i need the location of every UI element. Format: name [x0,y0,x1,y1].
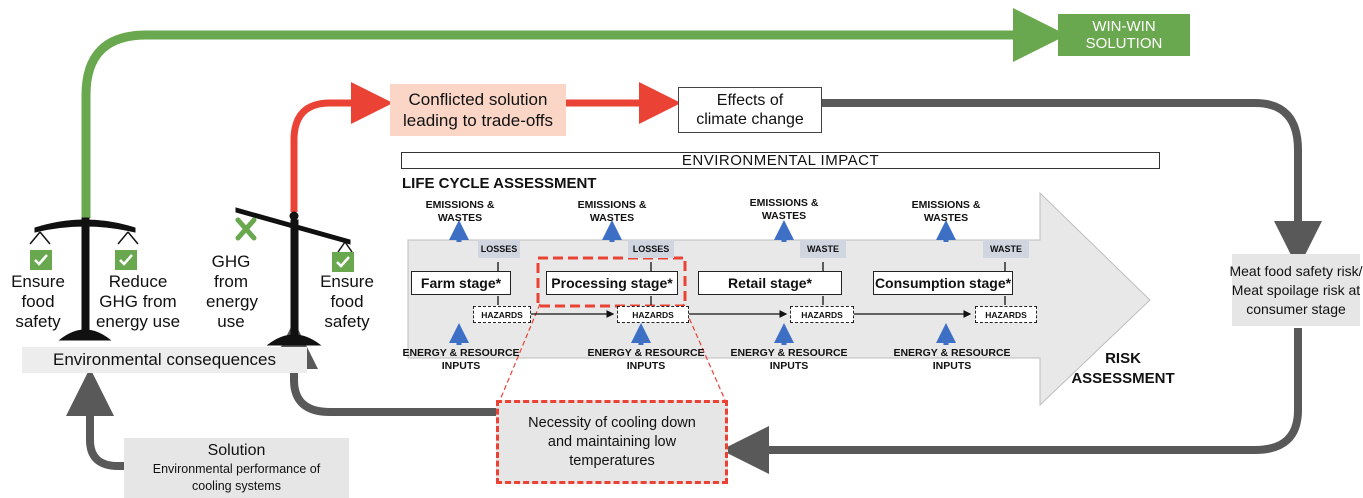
energy-label: ENERGY & RESOURCE INPUTS [402,347,520,372]
lca-big-arrow [407,191,1151,407]
necessity-box: Necessity of cooling down and maintainin… [496,400,728,484]
left-scale-right-label: Reduce GHG from energy use [95,272,181,331]
hazards-box: HAZARDS [617,306,689,323]
effects-climate-box: Effects of climate change [678,87,822,133]
red-arrow-to-conflict [290,82,393,212]
losses-tag: LOSSES [628,240,674,258]
emissions-label: EMISSIONS & WASTES [749,197,819,222]
emissions-label: EMISSIONS & WASTES [911,199,981,224]
check-icon [30,250,52,270]
gray-arrow-effects-to-risk [820,99,1322,269]
middle-balance-scale [235,207,353,346]
energy-label: ENERGY & RESOURCE INPUTS [730,347,848,372]
hazards-box: HAZARDS [790,306,854,323]
stage-processing: Processing stage* [546,271,678,295]
win-win-box: WIN-WIN SOLUTION [1058,14,1190,56]
mid-scale-right-label: Ensure food safety [320,272,374,331]
environmental-consequences-box: Environmental consequences [22,347,307,373]
emissions-label: EMISSIONS & WASTES [577,199,647,224]
left-balance-scale [29,217,139,341]
conflicted-solution-box: Conflicted solution leading to trade-off… [390,84,566,136]
solution-subtitle: Environmental performance of cooling sys… [152,462,321,493]
lca-title: LIFE CYCLE ASSESSMENT [402,175,597,192]
stage-retail: Retail stage* [698,271,842,295]
gray-arrow-necessity-to-scale [270,321,496,416]
risk-assessment-label: RISK ASSESSMENT [1071,350,1175,387]
green-arrow [81,8,1067,218]
losses-tag: LOSSES [478,240,520,258]
x-mark-icon [235,217,257,241]
meat-risk-box: Meat food safety risk/ Meat spoilage ris… [1229,254,1363,326]
hazards-box: HAZARDS [473,306,531,323]
mid-scale-left-label: GHG from energy use [206,252,258,331]
stage-farm: Farm stage* [411,271,511,295]
left-scale-left-label: Ensure food safety [11,272,65,331]
environmental-impact-bar: ENVIRONMENTAL IMPACT [401,152,1160,169]
energy-label: ENERGY & RESOURCE INPUTS [587,347,705,372]
check-icon [332,252,354,272]
check-icon [115,250,137,270]
hazards-box: HAZARDS [975,306,1037,323]
gray-arrow-risk-to-necessity [721,328,1302,474]
processing-highlight [536,256,687,308]
energy-label: ENERGY & RESOURCE INPUTS [893,347,1011,372]
waste-tag: WASTE [800,240,846,258]
stage-consumption: Consumption stage* [873,271,1013,295]
gray-arrow-solution-to-consequences [66,368,125,470]
solution-box: Solution Environmental performance of co… [124,438,349,498]
waste-tag: WASTE [983,240,1029,258]
solution-title: Solution [207,442,266,459]
emissions-label: EMISSIONS & WASTES [425,199,495,224]
